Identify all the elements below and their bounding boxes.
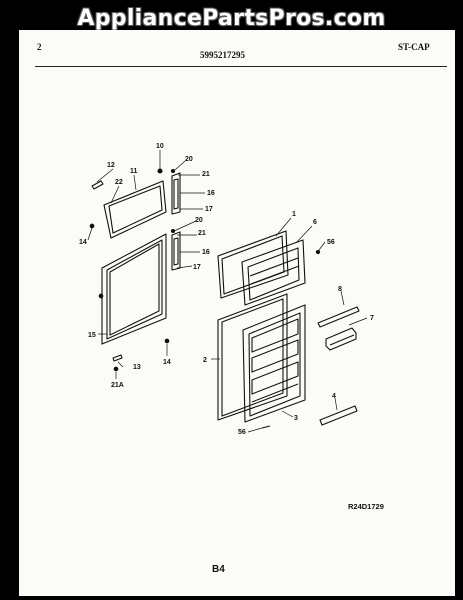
callout-56-lower: 56	[238, 429, 246, 436]
callout-7: 7	[370, 315, 374, 322]
hinge-cover-part	[112, 354, 123, 362]
callout-9: 6	[313, 219, 317, 226]
screw-fresh	[261, 425, 271, 429]
hinge-pin-part	[91, 180, 104, 190]
callout-3: 3	[294, 415, 298, 422]
callout-16-lower: 16	[202, 249, 210, 256]
bottom-shelf-rail	[319, 405, 358, 426]
screw-freezer	[315, 249, 321, 255]
hinge-screw	[157, 168, 163, 174]
fresh-food-door-panel	[217, 293, 288, 421]
plug-top	[170, 168, 176, 174]
callout-15: 15	[88, 332, 96, 339]
header-page-number: 2	[37, 42, 42, 52]
callout-1: 1	[292, 211, 296, 218]
freezer-door-panel	[217, 230, 289, 299]
header-model: ST-CAP	[398, 42, 430, 52]
callout-21a: 21A	[111, 382, 124, 389]
callout-20-lower: 20	[195, 217, 203, 224]
callout-14-lower: 14	[163, 359, 171, 366]
lower-door-handle	[171, 231, 181, 271]
callout-2: 2	[203, 357, 207, 364]
diagram-code: R24D1729	[348, 502, 384, 511]
watermark: AppliancePartsPros.com	[77, 6, 386, 31]
door-shelf-rail	[317, 306, 360, 328]
callout-17-lower: 17	[193, 264, 201, 271]
freezer-inner-door	[241, 239, 306, 306]
fresh-food-door-liner	[101, 233, 167, 345]
upper-door-handle	[171, 172, 181, 215]
callout-20-upper: 20	[185, 156, 193, 163]
dairy-door	[325, 327, 357, 351]
screw-bottom	[113, 366, 119, 372]
callout-13: 13	[133, 364, 141, 371]
callout-21-lower: 21	[198, 230, 206, 237]
callout-21-upper: 21	[202, 171, 210, 178]
screw-upper	[89, 223, 95, 229]
callout-8: 8	[338, 286, 342, 293]
screw-lower	[98, 293, 104, 299]
callout-4: 4	[332, 393, 336, 400]
callout-10: 10	[156, 143, 164, 150]
callout-22: 22	[115, 179, 123, 186]
fresh-food-inner-door	[242, 304, 306, 423]
callout-12: 12	[107, 162, 115, 169]
callout-17-upper: 17	[205, 206, 213, 213]
page-label: B4	[212, 564, 225, 575]
callout-11: 11	[130, 168, 138, 175]
leader-lines	[87, 150, 368, 433]
screw-right	[164, 338, 170, 344]
header-part-number: 5995217295	[200, 50, 245, 60]
callout-16-upper: 16	[207, 190, 215, 197]
header-rule	[35, 66, 447, 67]
freezer-door-liner	[103, 180, 167, 239]
callout-56-upper: 56	[327, 239, 335, 246]
callout-14-upper: 14	[79, 239, 87, 246]
